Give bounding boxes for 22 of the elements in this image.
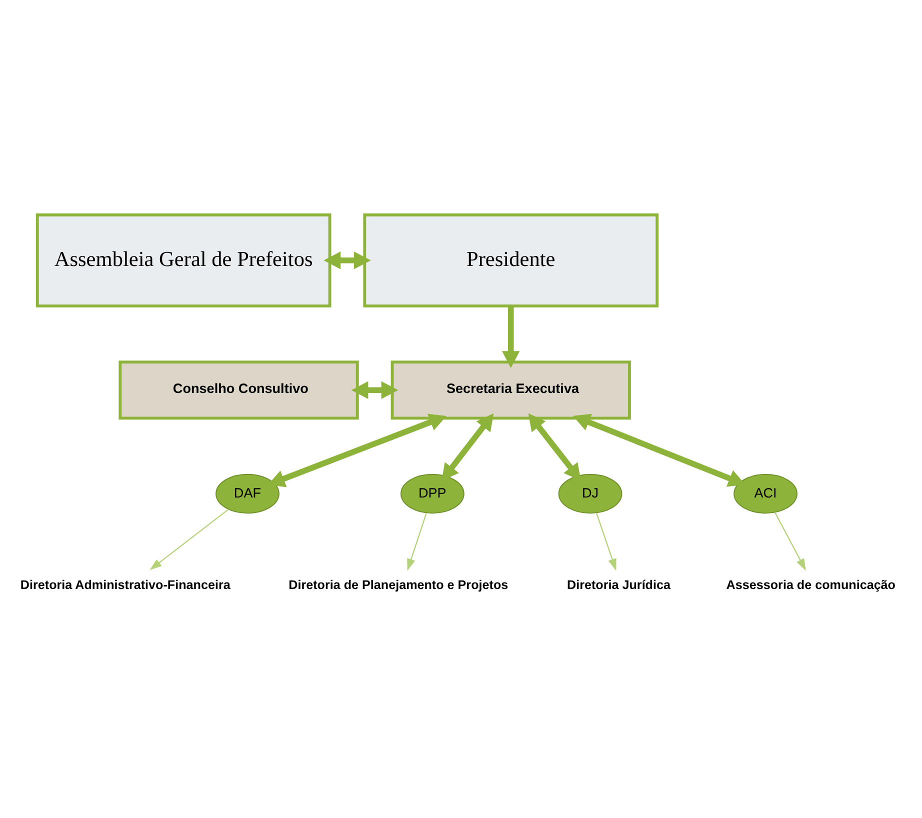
arrow bbox=[502, 306, 520, 368]
node-box: Assembleia Geral de Prefeitos bbox=[36, 212, 332, 307]
arrow bbox=[528, 412, 581, 480]
arrow bbox=[596, 512, 616, 570]
arrow bbox=[150, 508, 229, 570]
arrow bbox=[351, 380, 398, 398]
node-box: Presidente bbox=[363, 212, 659, 307]
node-ellipse: DPP bbox=[400, 473, 464, 514]
node-ellipse: ACI bbox=[734, 473, 798, 514]
arrow bbox=[324, 251, 371, 269]
node-ellipse: DJ bbox=[558, 473, 622, 514]
arrow bbox=[407, 512, 427, 570]
node-text: Diretoria Jurídica bbox=[567, 578, 670, 592]
arrow bbox=[774, 511, 806, 570]
node-ellipse: DAF bbox=[216, 473, 280, 514]
node-text: Diretoria Administrativo-Financeira bbox=[20, 578, 230, 592]
node-box: Secretaria Executiva bbox=[390, 360, 631, 420]
node-text: Diretoria de Planejamento e Projetos bbox=[288, 578, 508, 592]
arrow bbox=[442, 412, 494, 480]
arrow bbox=[572, 413, 746, 486]
node-text: Assessoria de comunicação bbox=[726, 578, 896, 592]
node-box: Conselho Consultivo bbox=[118, 360, 359, 420]
